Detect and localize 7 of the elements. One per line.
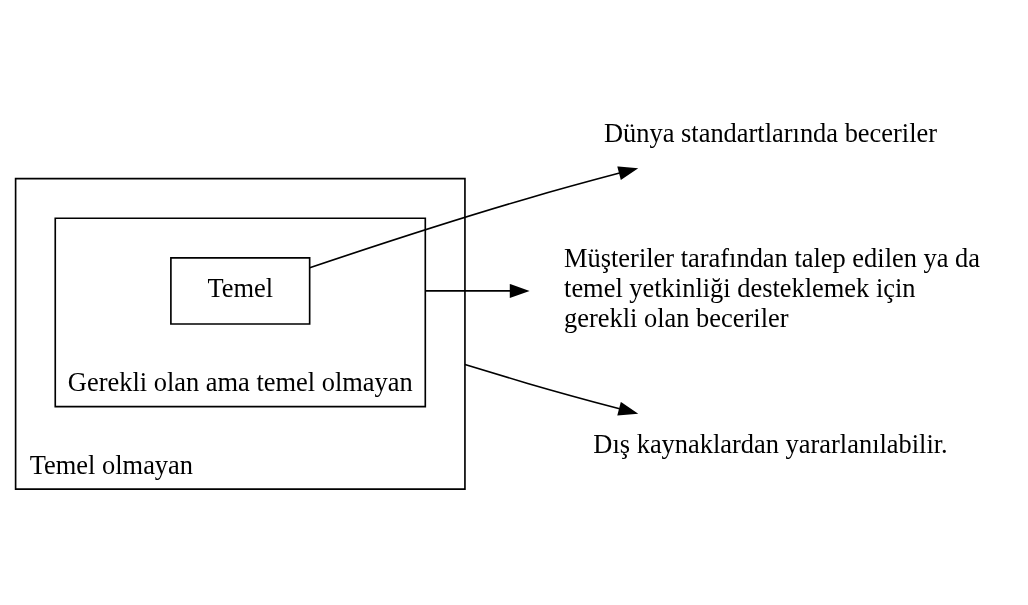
node-text: Müşteriler tarafından talep edilen ya da temel yetkinliği desteklemek için gerekli olan beceriler xyxy=(563,243,980,333)
node-text: Dış kaynaklardan yararlanılabilir. xyxy=(592,428,948,459)
arrow xyxy=(463,363,638,416)
arrow xyxy=(308,166,638,269)
arrow xyxy=(423,284,530,298)
node-box: Temel xyxy=(169,257,310,325)
node-text: Dünya standartlarında beceriler xyxy=(603,117,937,148)
